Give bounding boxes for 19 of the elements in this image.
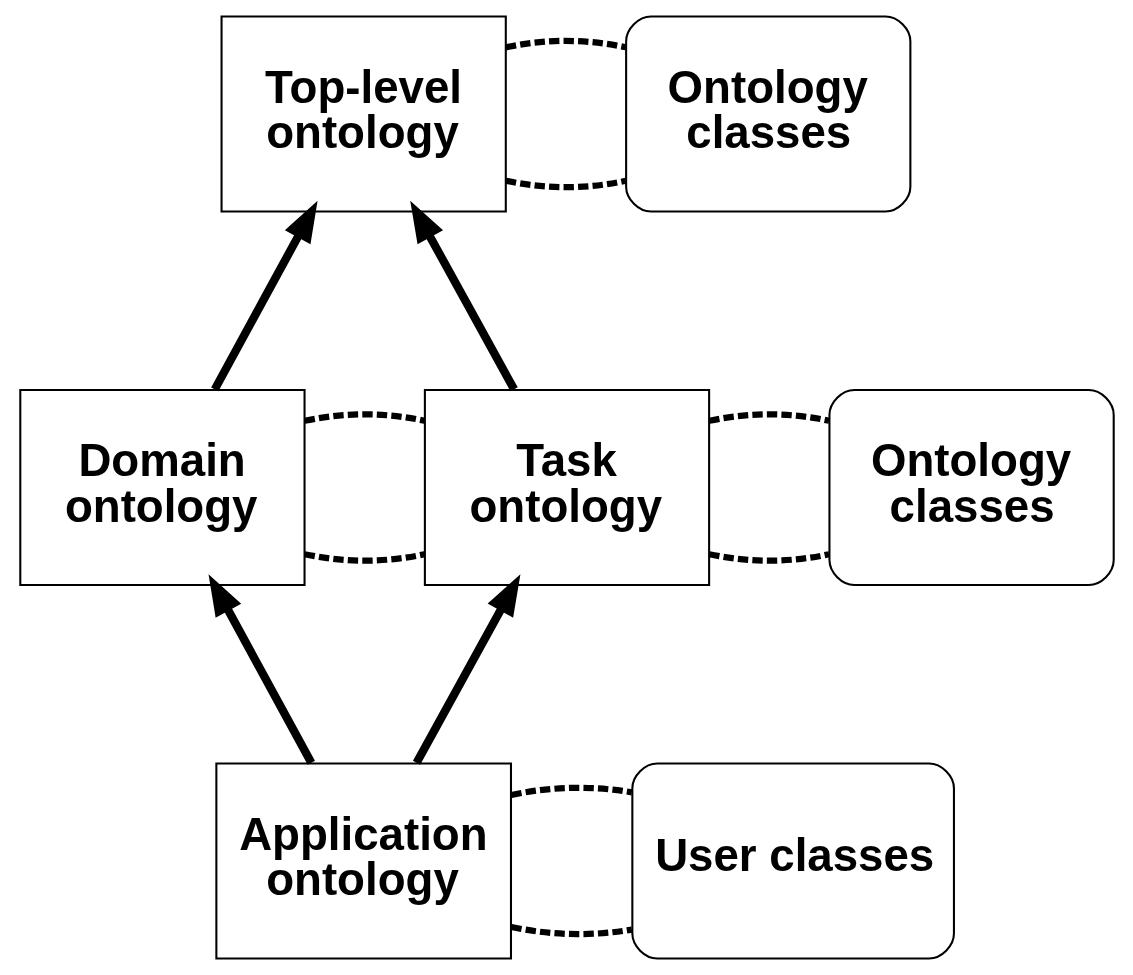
arrow <box>210 200 318 392</box>
node-box: Ontology classes <box>827 388 1115 587</box>
node-box: Task ontology <box>423 388 710 587</box>
node-box: Ontology classes <box>624 15 911 213</box>
connector <box>708 551 830 564</box>
arrow <box>412 574 520 765</box>
connector <box>504 37 626 51</box>
node-box: User classes <box>630 762 955 960</box>
arrow <box>208 574 315 765</box>
connector <box>303 411 425 424</box>
connector <box>504 177 626 191</box>
node-box: Top-level ontology <box>220 15 507 213</box>
arrow <box>409 200 518 392</box>
connector <box>510 784 632 798</box>
node-box: Application ontology <box>214 762 512 960</box>
node-box: Domain ontology <box>18 388 306 587</box>
connector <box>708 411 830 424</box>
connector <box>303 551 425 564</box>
connector <box>510 923 632 938</box>
